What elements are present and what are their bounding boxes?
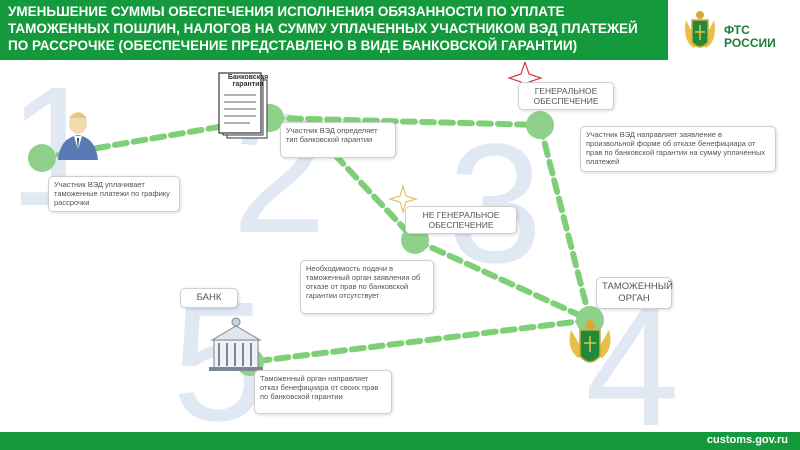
footer-url[interactable]: customs.gov.ru (706, 434, 788, 446)
person-icon (58, 112, 98, 160)
customs-authority-title: ТАМОЖЕННЫЙ ОРГАН (596, 277, 673, 309)
path-2-general (267, 115, 543, 128)
page-title: УМЕНЬШЕНИЕ СУММЫ ОБЕСПЕЧЕНИЯ ИСПОЛНЕНИЯ … (8, 4, 638, 53)
path-customs-bank (247, 317, 593, 365)
document-label: Банковская гарантия (227, 74, 269, 88)
star-icon (387, 183, 419, 215)
flow-paths (37, 115, 593, 365)
header: УМЕНЬШЕНИЕ СУММЫ ОБЕСПЕЧЕНИЯ ИСПОЛНЕНИЯ … (0, 0, 800, 62)
node-circle-participant (28, 144, 56, 172)
path-2-nongeneral (332, 152, 418, 243)
bank-building-icon (209, 317, 263, 371)
bank-title: БАНК (180, 288, 238, 308)
customs-emblem-icon (569, 320, 611, 363)
document-icon (218, 72, 268, 139)
path-general-customs (537, 122, 593, 323)
fts-emblem-icon (685, 11, 715, 48)
header-band (0, 0, 668, 60)
general-security-title: ГЕНЕРАЛЬНОЕ ОБЕСПЕЧЕНИЕ (518, 82, 614, 110)
nongeneral-security-title: НЕ ГЕНЕРАЛЬНОЕ ОБЕСПЕЧЕНИЕ (405, 206, 517, 234)
customs-sends-box: Таможенный орган направляет отказ бенефи… (254, 370, 392, 414)
nongeneral-security-desc: Необходимость подачи в таможенный орган … (300, 260, 434, 314)
participant-defines-box: Участник ВЭД определяет тип банковской г… (280, 122, 396, 158)
node-circle-general (526, 111, 554, 139)
brand-label: ФТС РОССИИ (724, 23, 776, 50)
brand: ФТС РОССИИ (678, 6, 796, 58)
footer: customs.gov.ru (0, 432, 800, 450)
step-numeral-3: 3 (448, 109, 543, 299)
path-nongeneral-customs (412, 237, 593, 323)
general-security-desc: Участник ВЭД направляет заявление в прои… (580, 126, 776, 172)
participant-pays-box: Участник ВЭД уплачивает таможенные плате… (48, 176, 180, 212)
